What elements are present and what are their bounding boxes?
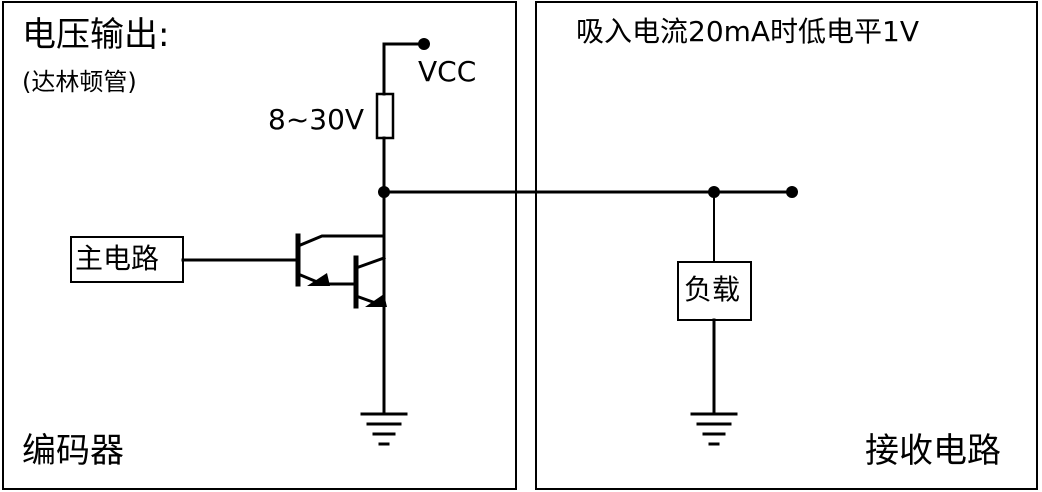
vcc-label: VCC bbox=[418, 55, 477, 88]
main-circuit-label: 主电路 bbox=[75, 242, 160, 275]
encoder-title: 电压输出: bbox=[22, 15, 170, 55]
receiver-input-terminal bbox=[786, 186, 798, 198]
encoder-ground-icon bbox=[360, 412, 408, 446]
transistor-q2-arrow bbox=[365, 294, 387, 307]
transistor-q1-collector bbox=[296, 234, 386, 248]
encoder-panel bbox=[2, 1, 517, 490]
pull-up-resistor bbox=[375, 92, 395, 140]
vcc-terminal bbox=[418, 38, 430, 50]
receiver-footer: 接收电路 bbox=[865, 431, 1001, 471]
transistor-q1-arrow bbox=[307, 273, 330, 286]
encoder-footer: 编码器 bbox=[22, 431, 124, 471]
receiver-title: 吸入电流20mA时低电平1V bbox=[576, 15, 920, 48]
load-label: 负载 bbox=[684, 273, 741, 306]
transistor-q2-collector bbox=[354, 256, 386, 270]
encoder-subtitle: (达林顿管) bbox=[22, 68, 137, 96]
supply-range-label: 8~30V bbox=[268, 103, 365, 136]
receiver-ground-icon bbox=[690, 412, 738, 446]
receiver-panel bbox=[535, 1, 1038, 490]
